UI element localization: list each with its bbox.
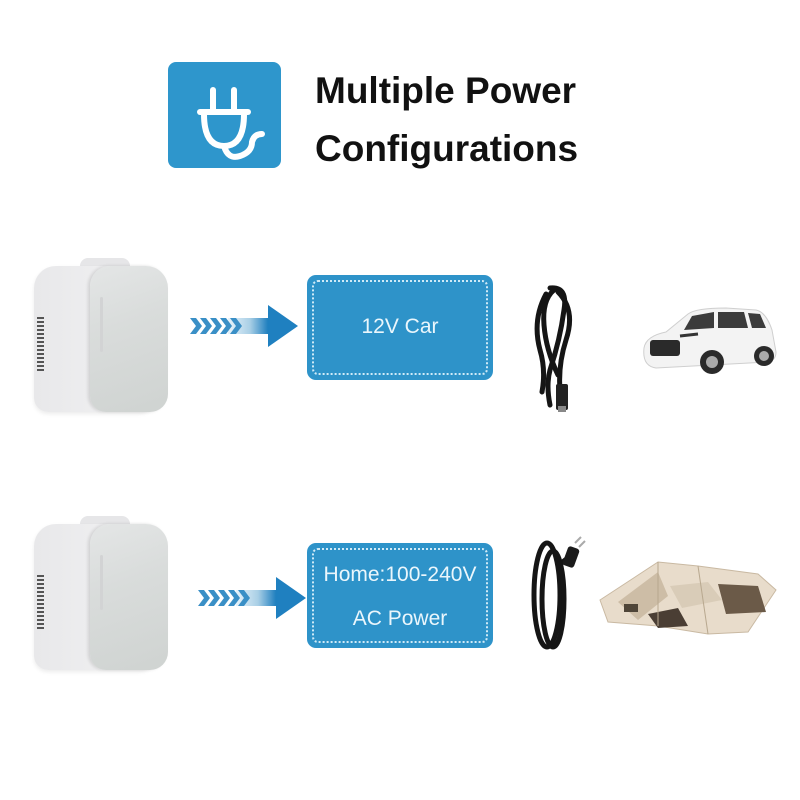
ac-power-cord-image [531, 536, 586, 650]
power-option-label: 12V Car [361, 315, 439, 338]
mini-fridge-image [22, 252, 172, 422]
power-option-label-line-1: Home:100-240V [323, 563, 477, 586]
power-plug-icon [197, 87, 265, 160]
power-option-label-line-2: AC Power [352, 607, 448, 630]
mini-fridge-image [22, 510, 172, 680]
car-power-cable-image [534, 285, 573, 412]
chevron-arrow-right-icon [198, 577, 306, 619]
power-option-home-ac: Home:100-240V AC Power [307, 543, 493, 648]
power-plug-icon-tile [168, 62, 281, 168]
chevron-arrow-right-icon [190, 305, 298, 347]
title-line-2: Configurations [315, 128, 579, 169]
title-line-1: Multiple Power [315, 70, 577, 111]
suv-car-image [643, 307, 777, 374]
power-option-12v-car: 12V Car [307, 275, 493, 380]
page-title: Multiple Power Configurations [315, 62, 645, 178]
home-floor-plan-image [599, 561, 777, 635]
